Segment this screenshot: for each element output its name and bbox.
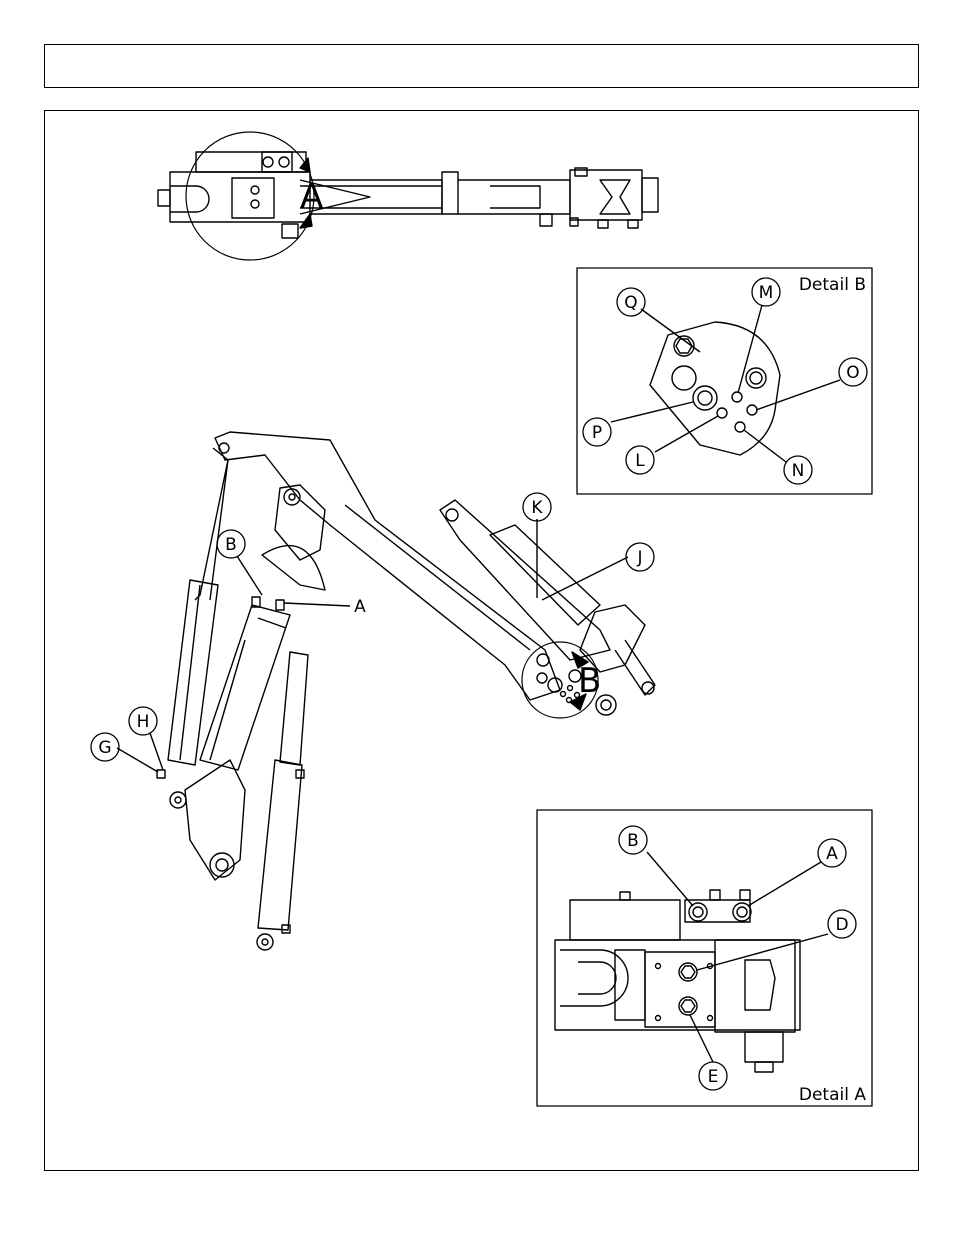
callout-o: O [846,363,859,383]
callout-l: L [635,451,645,471]
marker-a-label: A [300,177,323,217]
callout-a-main: A [354,597,366,617]
callout-k: K [531,498,543,518]
detail-a-title: Detail A [799,1085,866,1105]
detail-b-title: Detail B [799,275,866,295]
callout-m: M [759,283,774,303]
callout-j: J [636,548,642,568]
boom-top-view [158,132,658,260]
marker-b-label: B [578,661,601,701]
callout-b-detail: B [627,831,639,851]
callout-q: Q [624,293,637,313]
callout-p: P [592,423,602,443]
callout-d: D [835,915,848,935]
callout-a-detail: A [826,844,838,864]
callout-b-main: B [225,535,237,555]
detail-a-frame [537,810,872,1106]
callout-n: N [792,461,805,481]
detail-b-frame [577,268,872,494]
callout-g: G [98,738,111,758]
detail-b-drawing [650,322,780,455]
callout-e: E [708,1067,719,1087]
detail-a-drawing [555,890,800,1072]
callout-h: H [137,712,150,732]
